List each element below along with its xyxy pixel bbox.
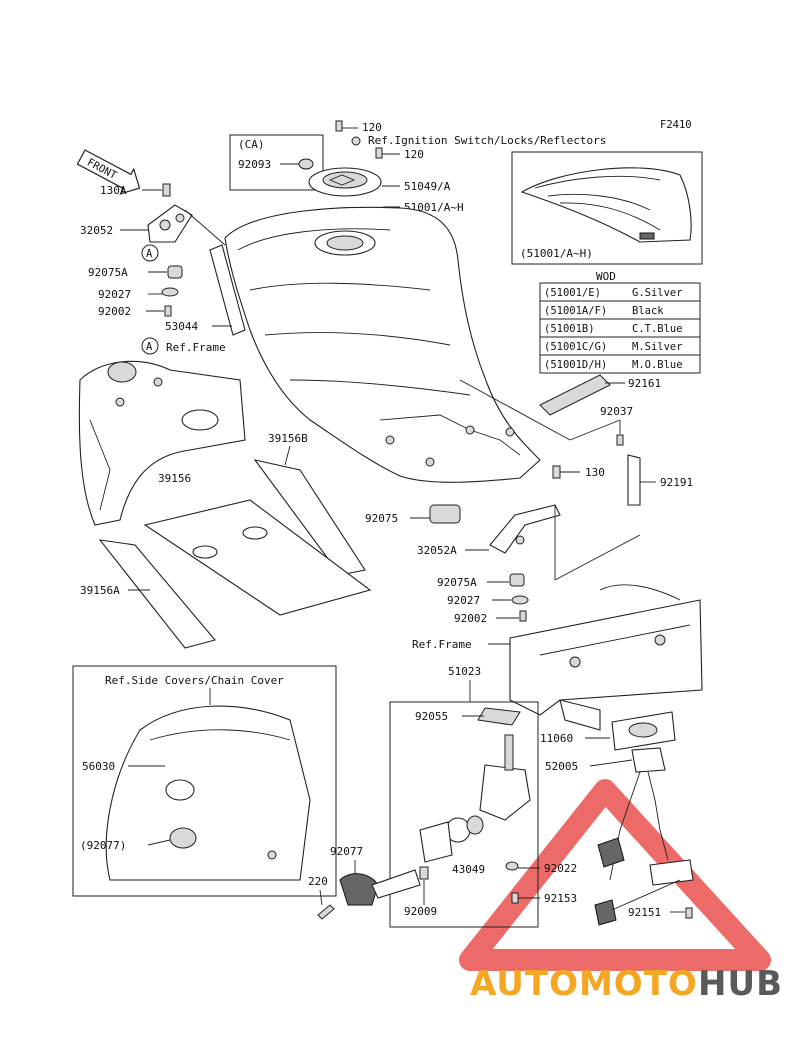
label-92037: 92037 — [600, 405, 633, 418]
ca-box-title: (CA) — [238, 138, 265, 151]
label-92027-right: 92027 — [447, 594, 480, 607]
seat-box-label: (51001/A~H) — [520, 247, 593, 260]
label-92077-paren: (92077) — [80, 839, 126, 852]
color-row-code: (51001A/F) — [544, 305, 607, 317]
label-43049: 43049 — [452, 863, 485, 876]
label-92077: 92077 — [330, 845, 363, 858]
label-39156a: 39156A — [80, 584, 120, 597]
label-92002-left: 92002 — [98, 305, 131, 318]
color-row-code: (51001B) — [544, 323, 595, 335]
label-92055: 92055 — [415, 710, 448, 723]
label-92075: 92075 — [365, 512, 398, 525]
label-39156b: 39156B — [268, 432, 308, 445]
color-table: WOD (51001/E) G.Silver (51001A/F) Black … — [539, 270, 701, 374]
fuel-tank — [224, 206, 541, 483]
color-row-color: G.Silver — [632, 287, 683, 299]
label-92002-right: 92002 — [454, 612, 487, 625]
label-32052a: 32052A — [417, 544, 457, 557]
color-row-color: C.T.Blue — [632, 323, 683, 335]
label-120-a: 120 — [362, 121, 382, 134]
label-92191: 92191 — [660, 476, 693, 489]
pad-39156 — [143, 499, 372, 616]
seat-box: (51001/A~H) — [511, 151, 703, 265]
watermark-part1: AUTOMOTO — [470, 964, 698, 1004]
label-56030: 56030 — [82, 760, 115, 773]
color-row-color: Black — [632, 305, 664, 317]
circle-a-marker: A — [141, 244, 159, 262]
fuel-cap — [308, 167, 382, 197]
label-130a: 130A — [100, 184, 127, 197]
label-92022: 92022 — [544, 862, 577, 875]
circle-a-label: A — [146, 341, 153, 353]
color-row-code: (51001C/G) — [544, 341, 607, 353]
label-92075a-right: 92075A — [437, 576, 477, 589]
watermark-logo: AUTOMOTO HUB — [470, 964, 783, 1004]
ref-frame-b: Ref.Frame — [412, 638, 472, 651]
label-92075a-left: 92075A — [88, 266, 128, 279]
label-130: 130 — [585, 466, 605, 479]
label-92009: 92009 — [404, 905, 437, 918]
color-table-header: WOD — [596, 270, 616, 283]
color-row-color: M.O.Blue — [632, 359, 683, 371]
frame-left — [78, 360, 246, 526]
label-92153: 92153 — [544, 892, 577, 905]
label-92161: 92161 — [628, 377, 661, 390]
side-cover-box: Ref.Side Covers/Chain Cover — [72, 665, 337, 897]
watermark-part2: HUB — [698, 964, 783, 1004]
ref-side-covers: Ref.Side Covers/Chain Cover — [105, 674, 284, 687]
pad-39156b — [253, 459, 366, 576]
color-row-color: M.Silver — [632, 341, 683, 353]
label-120-b: 120 — [404, 148, 424, 161]
diagram-code: F2410 — [660, 119, 692, 131]
label-220: 220 — [308, 875, 328, 888]
label-52005: 52005 — [545, 760, 578, 773]
ca-box-part: 92093 — [238, 158, 271, 171]
label-51049: 51049/A — [404, 180, 451, 193]
label-53044: 53044 — [165, 320, 198, 333]
label-32052: 32052 — [80, 224, 113, 237]
ref-frame-a: Ref.Frame — [166, 341, 226, 354]
circle-a-label: A — [146, 248, 153, 260]
pad-39156a — [98, 539, 216, 649]
label-92027-left: 92027 — [98, 288, 131, 301]
watermark-triangle — [459, 779, 771, 971]
label-11060: 11060 — [540, 732, 573, 745]
fuel-cock-box — [389, 701, 539, 928]
circle-a-marker: A — [141, 337, 159, 355]
color-row-code: (51001/E) — [544, 287, 601, 299]
frame-right — [509, 584, 703, 731]
ref-ignition: Ref.Ignition Switch/Locks/Reflectors — [368, 134, 606, 147]
color-row-code: (51001D/H) — [544, 359, 607, 371]
label-39156: 39156 — [158, 472, 191, 485]
label-51023: 51023 — [448, 665, 481, 678]
label-92151: 92151 — [628, 906, 661, 919]
ca-box: (CA) 92093 — [229, 134, 324, 191]
